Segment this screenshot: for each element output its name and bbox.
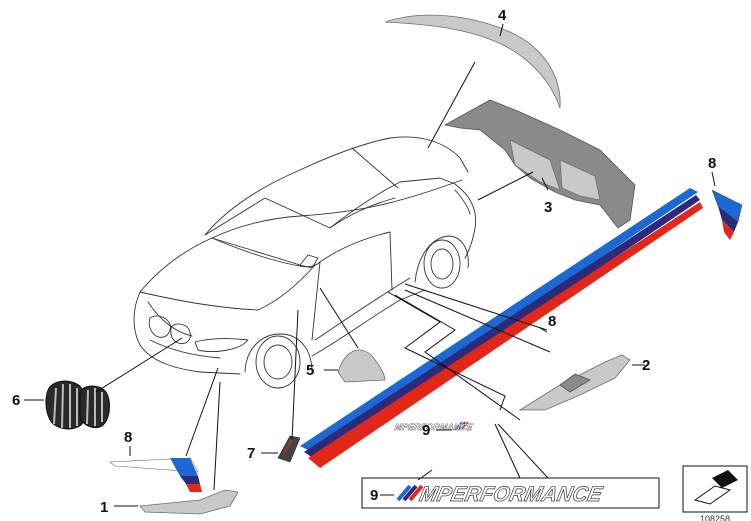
callout-9-small: 9: [422, 422, 430, 439]
callout-4: 4: [498, 7, 507, 24]
rear-corner-decal-part: [711, 189, 743, 240]
side-stripe-decal-part: [300, 188, 703, 468]
small-badge-part: [277, 435, 301, 463]
reference-icon-box: 108258: [682, 465, 748, 521]
rear-diffuser-part: [443, 99, 636, 229]
callout-2: 2: [642, 357, 650, 374]
front-splitter-part: [139, 489, 239, 515]
sill-trim-part: [518, 354, 631, 411]
emblem-box: MPERFORMANCE: [361, 477, 660, 509]
kidney-grille-part: [45, 380, 110, 430]
reference-number: 108258: [700, 514, 730, 521]
small-emblem-decal-part: MPERFORMANCE: [394, 421, 475, 432]
small-emblem-text: MPERFORMANCE: [394, 422, 475, 432]
leader-lines: [24, 23, 716, 507]
callout-8-rear: 8: [708, 155, 716, 172]
callout-8-front: 8: [124, 429, 132, 446]
mirror-cap-part: [337, 349, 386, 383]
emblem-text: MPERFORMANCE: [417, 483, 605, 506]
callout-9-box: 9: [370, 487, 378, 504]
callouts: 4 3 8 8 2 5 6 7 8 9 9 1: [12, 7, 716, 516]
rear-spoiler-part: [384, 14, 561, 109]
callout-8-side: 8: [548, 313, 556, 330]
direction-arrow-icon: [693, 470, 738, 505]
car-outline: [133, 136, 477, 389]
callout-3: 3: [544, 199, 552, 216]
callout-7: 7: [247, 445, 255, 462]
front-corner-decal-part: [109, 457, 202, 492]
callout-6: 6: [12, 392, 20, 409]
callout-5: 5: [306, 362, 314, 379]
callout-1: 1: [100, 499, 108, 516]
